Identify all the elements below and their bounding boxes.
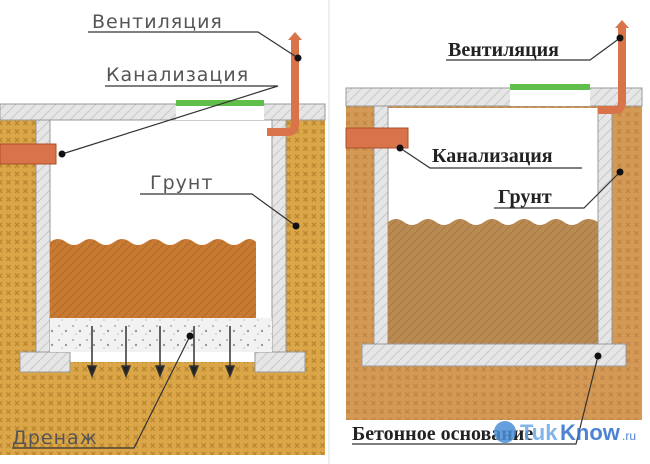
label-ventilation-left: Вентиляция bbox=[92, 11, 223, 33]
right-wall-right bbox=[597, 105, 613, 345]
right-diagram: Вентиляция Канализация Грунт Бетонное ос… bbox=[345, 20, 643, 445]
left-sewer-pipe bbox=[0, 143, 57, 165]
label-sewer-left: Канализация bbox=[106, 64, 249, 86]
right-concrete-base bbox=[361, 343, 627, 367]
left-lid-opening bbox=[176, 104, 264, 120]
right-lid-opening bbox=[510, 88, 590, 106]
leader-soil-right bbox=[494, 171, 621, 209]
left-wall-right bbox=[271, 119, 287, 353]
watermark-suffix: .ru bbox=[622, 429, 636, 443]
watermark-tooth-icon bbox=[494, 421, 516, 443]
left-footing-left bbox=[19, 351, 71, 373]
label-soil-right: Грунт bbox=[498, 186, 552, 208]
left-vent-cap bbox=[288, 32, 302, 40]
left-sludge bbox=[50, 239, 256, 318]
right-sludge bbox=[388, 219, 598, 344]
left-vent-pipe bbox=[267, 40, 299, 136]
right-vent-cap bbox=[615, 20, 629, 28]
leader-sewer-left bbox=[61, 85, 279, 155]
label-concrete-base-right: Бетонное основание bbox=[352, 423, 533, 445]
left-green-lid bbox=[176, 100, 264, 106]
leader-ventilation-left bbox=[88, 31, 299, 59]
watermark: Tuk Know .ru bbox=[494, 420, 636, 445]
leader-soil-left bbox=[140, 193, 297, 227]
left-drainage-arrows bbox=[86, 326, 236, 379]
leader-base-right bbox=[352, 355, 599, 445]
watermark-brand-a: Tuk bbox=[520, 420, 558, 445]
leader-sewer-right bbox=[399, 147, 582, 169]
left-footing-right bbox=[254, 351, 306, 373]
right-sewer-pipe bbox=[345, 127, 409, 149]
left-top-slab bbox=[0, 103, 326, 121]
label-drainage-left: Дренаж bbox=[12, 427, 98, 449]
label-ventilation-right: Вентиляция bbox=[448, 39, 559, 61]
left-gravel bbox=[50, 318, 272, 352]
left-diagram: Вентиляция Канализация Грунт Дренаж bbox=[0, 11, 326, 455]
leader-ventilation-right bbox=[446, 37, 621, 61]
right-vent-pipe bbox=[598, 28, 626, 114]
right-top-slab bbox=[345, 87, 643, 107]
label-soil-left: Грунт bbox=[150, 172, 213, 194]
label-sewer-right: Канализация bbox=[432, 145, 553, 167]
leader-drainage-left bbox=[12, 335, 191, 449]
right-green-lid bbox=[510, 84, 590, 90]
watermark-brand-b: Know bbox=[560, 420, 621, 445]
